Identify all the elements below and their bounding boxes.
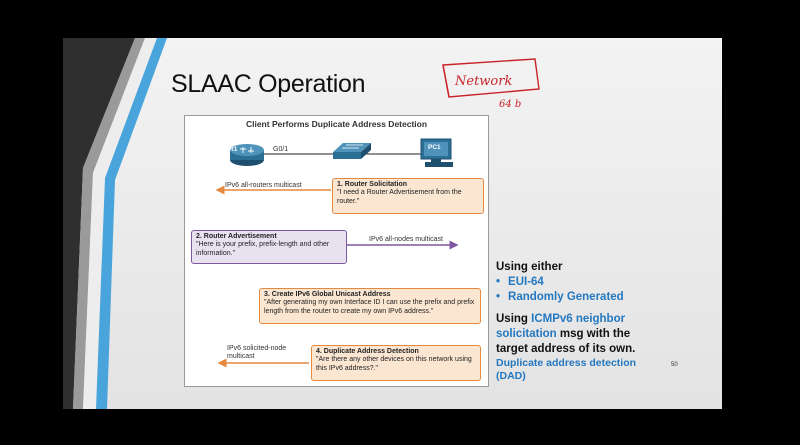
dad-text: Duplicate address detection (DAD) (496, 357, 637, 382)
using-text: Using (496, 313, 528, 325)
step-router-advertisement: 2. Router Advertisement "Here is your pr… (191, 230, 347, 264)
page-number: 50 (671, 362, 678, 368)
step3-text: "After generating my own Interface ID I … (264, 299, 475, 315)
all-nodes-label: IPv6 all-nodes multicast (369, 236, 443, 243)
step1-text: "I need a Router Advertisement from the … (337, 189, 462, 205)
slide: SLAAC Operation Network 64 b Client Perf… (63, 38, 722, 409)
step3-heading: 3. Create IPv6 Global Unicast Address (264, 291, 391, 298)
interface-label: G0/1 (273, 146, 289, 153)
step2-text: "Here is your prefix, prefix-length and … (196, 241, 330, 257)
step1-heading: 1. Router Solicitation (337, 181, 408, 188)
router-label: R1 (229, 146, 238, 153)
option-eui64: EUI-64 (496, 275, 656, 290)
handwriting-64b: 64 b (499, 99, 521, 108)
step-dad: 4. Duplicate Address Detection "Are ther… (311, 345, 481, 381)
icmp-note: Using ICMPv6 neighbor solicitation msg w… (496, 312, 656, 357)
pc-label: PC1 (428, 144, 441, 151)
slide-title: SLAAC Operation (171, 70, 366, 98)
slide-decoration (63, 38, 167, 409)
icmp-rest-text: msg with the target address of its own. (496, 328, 636, 355)
using-either-text: Using either (496, 261, 563, 273)
figure-graphics (215, 138, 459, 368)
router-icon (230, 144, 264, 166)
figure-title: Client Performs Duplicate Address Detect… (245, 119, 428, 129)
handwriting-network: Network (454, 74, 512, 89)
network-topology (230, 138, 453, 167)
all-routers-label: IPv6 all-routers multicast (225, 182, 302, 189)
step4-heading: 4. Duplicate Address Detection (316, 348, 419, 355)
step-router-solicitation: 1. Router Solicitation "I need a Router … (332, 178, 484, 214)
icmp-text: ICMPv6 neighbor solicitation (496, 313, 626, 340)
pc-icon (420, 138, 453, 167)
switch-icon (333, 143, 371, 159)
step4-text: "Are there any other devices on this net… (316, 356, 472, 372)
option-random: Randomly Generated (496, 290, 656, 305)
handwritten-annotation: Network 64 b (442, 58, 540, 108)
step2-heading: 2. Router Advertisement (196, 233, 277, 240)
step-create-gua: 3. Create IPv6 Global Unicast Address "A… (259, 288, 481, 324)
side-notes: Using either EUI-64 Randomly Generated U… (496, 260, 656, 383)
slaac-figure: Client Performs Duplicate Address Detect… (184, 115, 489, 387)
options-list: EUI-64 Randomly Generated (496, 275, 656, 305)
solicited-node-label: IPv6 solicited-node multicast (227, 345, 287, 360)
